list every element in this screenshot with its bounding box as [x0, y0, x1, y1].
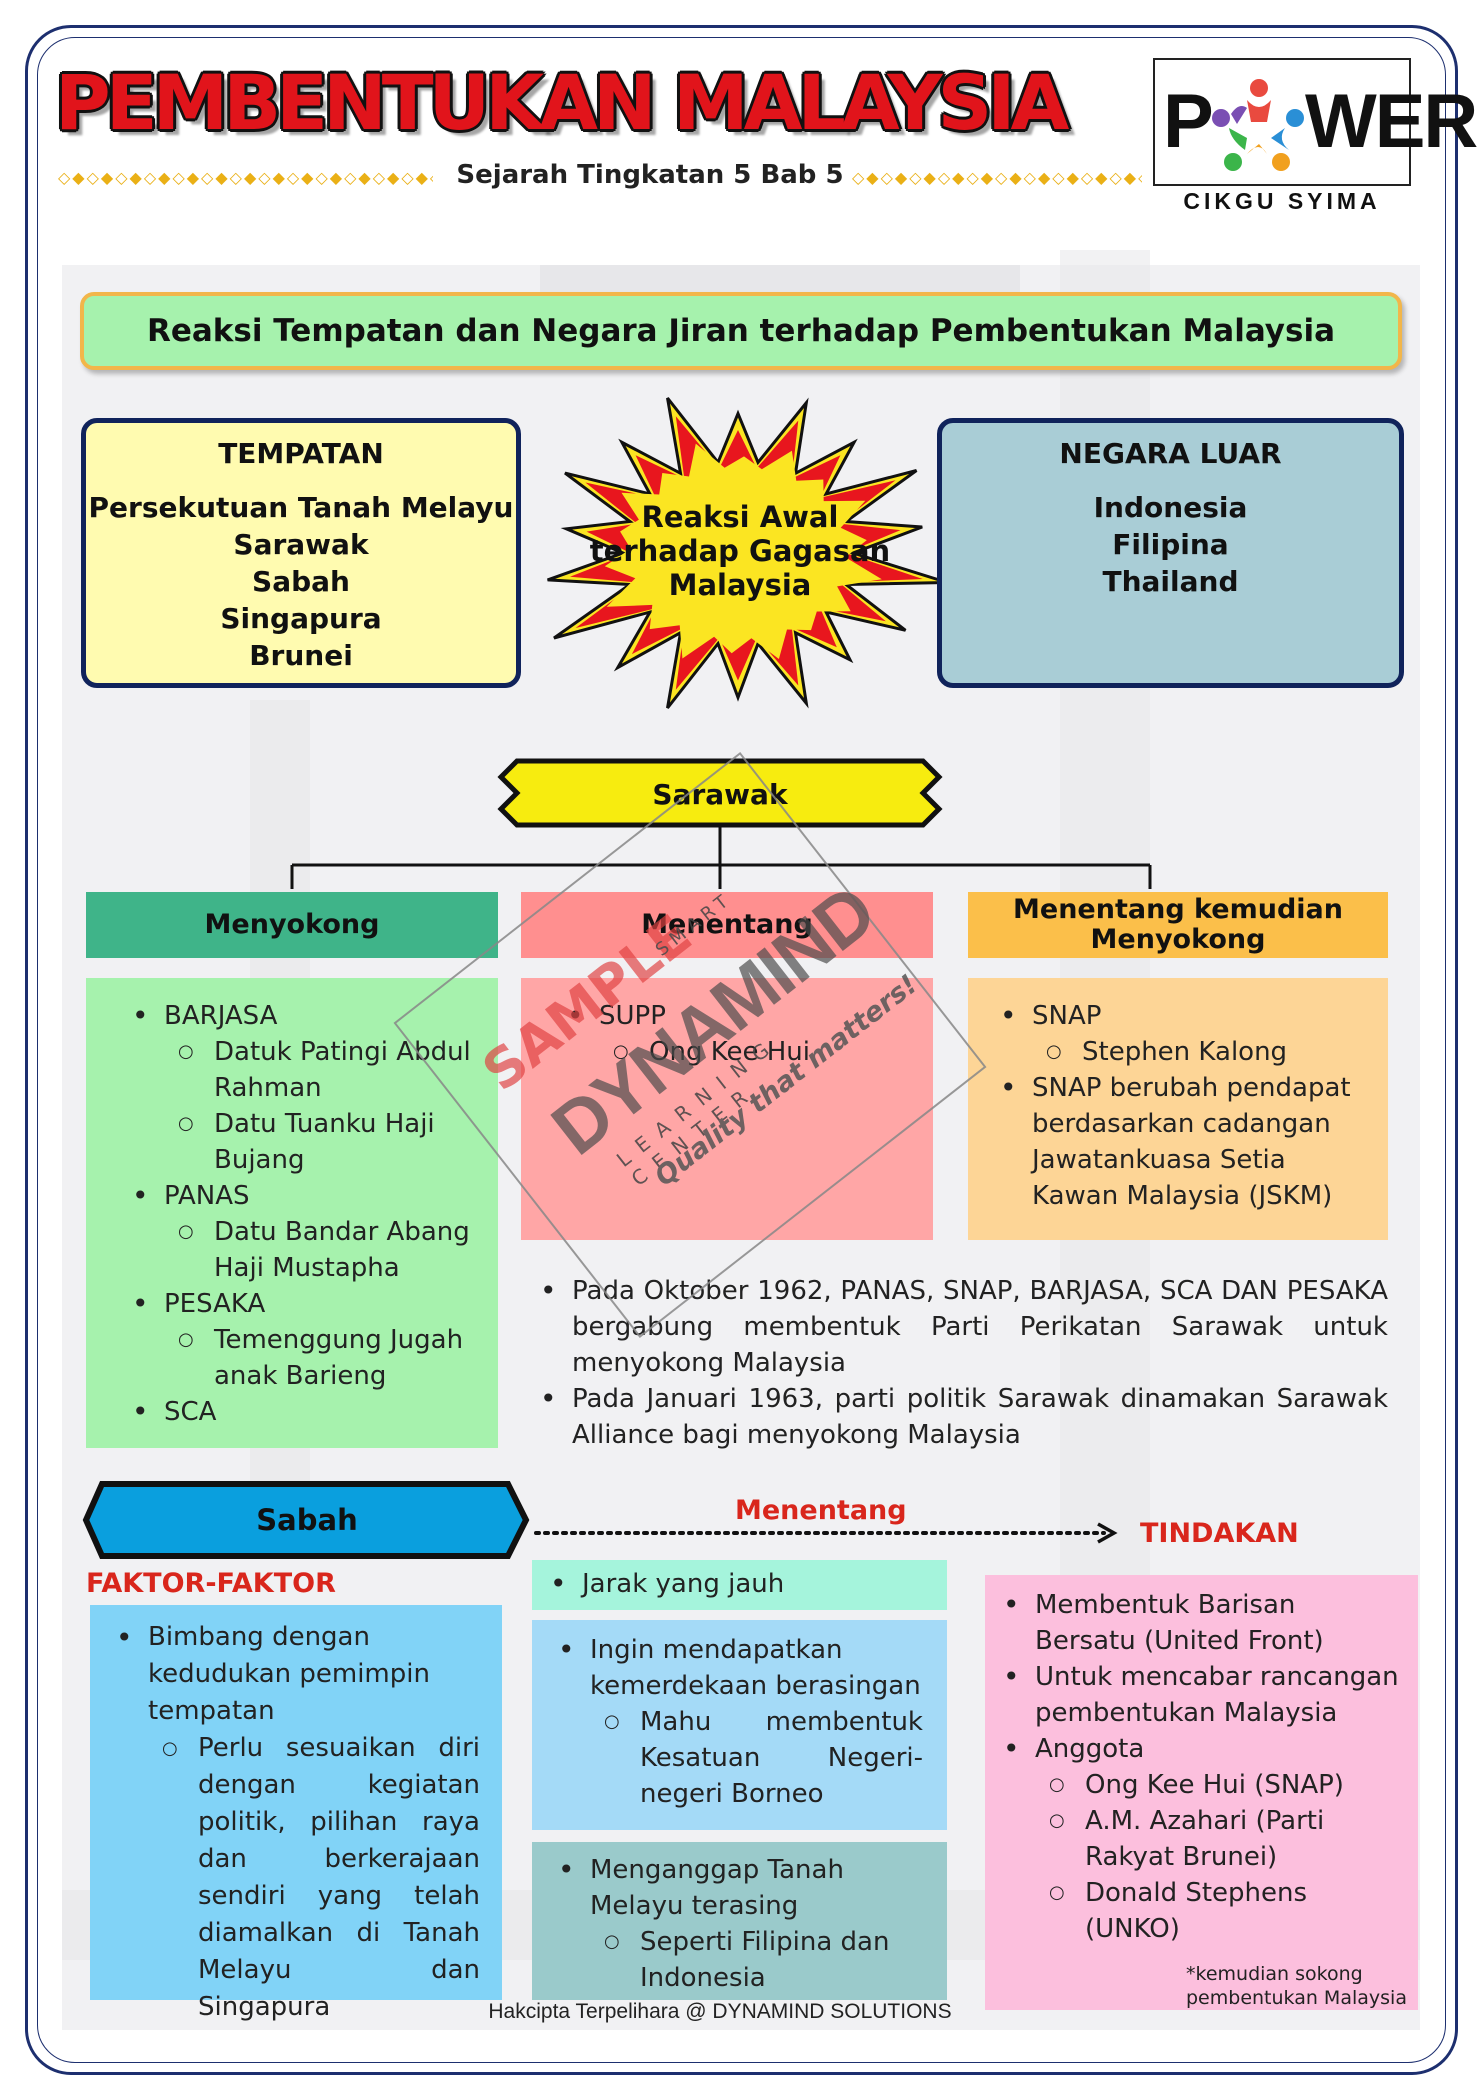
starburst-line: Malaysia — [668, 568, 812, 602]
dotted-arrow — [534, 1522, 1118, 1544]
list-item: Pada Januari 1963, parti politik Sarawak… — [540, 1381, 1388, 1453]
tindakan-footnote: *kemudian sokong pembentukan Malaysia — [1186, 1963, 1407, 2009]
page-frame-inner — [37, 37, 1446, 2063]
sarawak-label: Sarawak — [652, 778, 788, 811]
list-item: Bimbang dengan kedudukan pemimpin tempat… — [116, 1619, 480, 1730]
list-item: Datu Tuanku Haji Bujang — [164, 1106, 478, 1178]
kemudian-header: Menentang kemudian Menyokong — [968, 892, 1388, 958]
power-logo: P WER — [1153, 58, 1478, 186]
starburst-shape — [547, 397, 948, 709]
logo-letters-wer: WER — [1305, 79, 1478, 164]
menentang-header: Menentang — [521, 892, 933, 958]
list-item: SNAP berubah pendapat berdasarkan cadang… — [1000, 1070, 1374, 1214]
sabah-banner-shape — [82, 1481, 530, 1559]
tempatan-heading: TEMPATAN — [218, 437, 384, 470]
list-item: Datu Bandar Abang Haji Mustapha — [164, 1214, 478, 1286]
list-item: Anggota — [1003, 1731, 1404, 1767]
tempatan-box: TEMPATAN Persekutuan Tanah Melayu Sarawa… — [81, 418, 521, 688]
list-item: Donald Stephens (UNKO) — [1035, 1875, 1404, 1947]
list-item: SUPP — [567, 998, 913, 1034]
list-item: Ong Kee Hui — [599, 1034, 913, 1070]
negara-luar-heading: NEGARA LUAR — [1059, 437, 1282, 470]
people-circle-icon — [1212, 79, 1304, 171]
list-item: Datuk Patingi Abdul Rahman — [164, 1034, 478, 1106]
logo-caption: CIKGU SYIMA — [1183, 188, 1381, 214]
negara-luar-box: NEGARA LUAR Indonesia Filipina Thailand — [937, 418, 1404, 688]
starburst-line: terhadap Gagasan — [589, 534, 891, 568]
sarawak-banner-shape — [497, 758, 943, 828]
reason-panel-3: Menganggap Tanah Melayu terasing Seperti… — [532, 1842, 947, 2000]
kemudian-panel: SNAP Stephen Kalong SNAP berubah pendapa… — [968, 978, 1388, 1240]
list-item: Menganggap Tanah Melayu terasing — [558, 1852, 923, 1924]
list-item: BARJASA — [132, 998, 478, 1034]
tree-connector — [290, 825, 1152, 889]
tempatan-item: Singapura — [220, 602, 382, 635]
reason-panel-2: Ingin mendapatkan kemerdekaan berasingan… — [532, 1620, 947, 1830]
reason-panel-1: Jarak yang jauh — [532, 1560, 947, 1610]
tempatan-item: Sabah — [252, 565, 350, 598]
list-item: PESAKA — [132, 1286, 478, 1322]
menyokong-header: Menyokong — [86, 892, 498, 958]
list-item: Membentuk Barisan Bersatu (United Front) — [1003, 1587, 1404, 1659]
copyright-footer: Hakcipta Terpelihara @ DYNAMIND SOLUTION… — [488, 2000, 952, 2023]
list-item: Untuk mencabar rancangan pembentukan Mal… — [1003, 1659, 1404, 1731]
list-item: PANAS — [132, 1178, 478, 1214]
list-item: SNAP — [1000, 998, 1374, 1034]
list-item: Ingin mendapatkan kemerdekaan berasingan — [558, 1632, 923, 1704]
list-item: Jarak yang jauh — [550, 1566, 937, 1602]
tempatan-item: Persekutuan Tanah Melayu — [88, 491, 514, 524]
list-item: Temenggung Jugah anak Barieng — [164, 1322, 478, 1394]
faktor-panel: Bimbang dengan kedudukan pemimpin tempat… — [90, 1605, 502, 2022]
tempatan-item: Sarawak — [233, 528, 369, 561]
decorative-dots-left: ◇◆◇◆◇◆◇◆◇◆◇◆◇◆◇◆◇◆◇◆◇◆◇◆◇◆◇◆ — [58, 168, 433, 187]
list-item: Mahu membentuk Kesatuan Negeri-negeri Bo… — [590, 1704, 923, 1812]
list-item: Pada Oktober 1962, PANAS, SNAP, BARJASA,… — [540, 1273, 1388, 1381]
page-subtitle: Sejarah Tingkatan 5 Bab 5 — [456, 160, 844, 190]
list-item: Seperti Filipina dan Indonesia — [590, 1924, 923, 1996]
starburst-label: Reaksi Awal terhadap Gagasan Malaysia — [560, 500, 920, 602]
menentang-panel: SUPP Ong Kee Hui — [521, 978, 933, 1240]
tempatan-item: Brunei — [249, 639, 353, 672]
negara-luar-item: Indonesia — [1093, 491, 1248, 524]
menentang-label: Menentang — [735, 1495, 907, 1526]
list-item: A.M. Azahari (Parti Rakyat Brunei) — [1035, 1803, 1404, 1875]
starburst-line: Reaksi Awal — [641, 500, 839, 534]
sabah-label: Sabah — [256, 1503, 358, 1537]
faktor-label: FAKTOR-FAKTOR — [86, 1568, 336, 1599]
decorative-dots-right: ◇◆◇◆◇◆◇◆◇◆◇◆◇◆◇◆◇◆◇◆◇◆◇◆◇◆ — [852, 168, 1142, 187]
list-item: SCA — [132, 1394, 478, 1430]
negara-luar-item: Filipina — [1112, 528, 1229, 561]
list-item: Stephen Kalong — [1032, 1034, 1374, 1070]
menyokong-panel: BARJASA Datuk Patingi Abdul Rahman Datu … — [86, 978, 498, 1448]
list-item: Ong Kee Hui (SNAP) — [1035, 1767, 1404, 1803]
page-title: PEMBENTUKAN MALAYSIA — [55, 58, 1069, 147]
list-item: Perlu sesuaikan diri dengan kegiatan pol… — [148, 1730, 480, 2026]
negara-luar-item: Thailand — [1102, 565, 1239, 598]
sarawak-notes: Pada Oktober 1962, PANAS, SNAP, BARJASA,… — [540, 1273, 1388, 1453]
logo-letter-p: P — [1163, 79, 1214, 164]
section-banner: Reaksi Tempatan dan Negara Jiran terhada… — [80, 292, 1402, 370]
tindakan-label: TINDAKAN — [1140, 1518, 1299, 1549]
tindakan-panel: Membentuk Barisan Bersatu (United Front)… — [985, 1575, 1418, 2010]
